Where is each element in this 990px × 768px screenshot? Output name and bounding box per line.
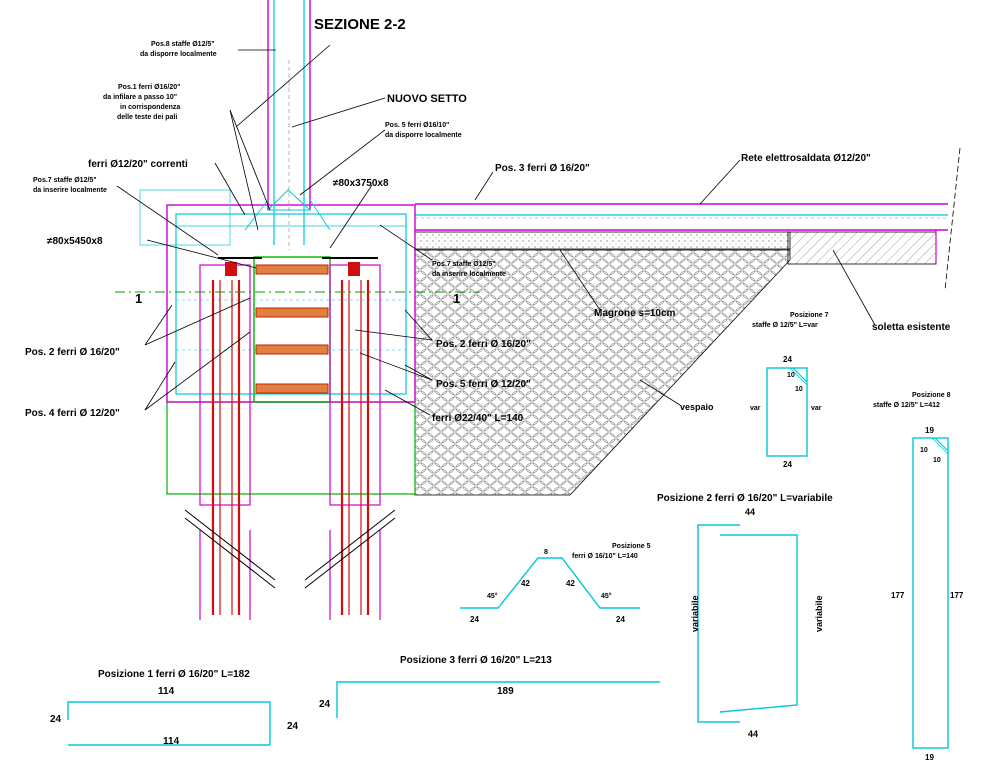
leader-lines [116,44,876,416]
svg-text:45°: 45° [601,592,612,600]
svg-text:var: var [811,405,822,412]
svg-text:177: 177 [891,591,905,600]
section-mark-left: 1 [135,291,142,306]
svg-text:24: 24 [783,460,792,469]
label-pos3: Pos. 3 ferri Ø 16/20" [495,163,590,174]
svg-text:da inserire localmente: da inserire localmente [33,187,107,194]
label-pos2-left: Pos. 2 ferri Ø 16/20" [25,347,120,358]
svg-text:24: 24 [50,714,62,725]
svg-text:44: 44 [748,729,758,739]
foundation-outline [139,189,416,403]
section-title: SEZIONE 2-2 [314,16,406,33]
existing-slab [787,231,937,265]
svg-text:24: 24 [470,615,479,624]
detail-pos3: Posizione 3 ferri Ø 16/20" L=213 189 24 [319,655,660,718]
svg-text:24: 24 [783,355,792,364]
svg-text:Pos.1 ferri Ø16/20": Pos.1 ferri Ø16/20" [118,84,180,91]
svg-text:10: 10 [787,372,795,379]
svg-text:var: var [750,405,761,412]
svg-text:da disporre localmente: da disporre localmente [140,51,217,58]
detail-pos7: Posizione 7 staffe Ø 12/5" L=var 24 24 1… [750,312,829,469]
svg-text:10: 10 [933,457,941,464]
label-ferri22: ferri Ø22/40" L=140 [432,413,524,424]
svg-text:114: 114 [158,686,175,697]
svg-text:44: 44 [745,507,755,517]
detail-pos5: Posizione 5 ferri Ø 16/10" L=140 8 42 42… [460,543,651,624]
svg-text:8: 8 [544,549,548,556]
svg-text:delle teste dei pali: delle teste dei pali [117,114,177,121]
label-soletta: soletta esistente [872,322,951,333]
svg-text:Pos.7 staffe Ø12/5": Pos.7 staffe Ø12/5" [432,261,496,268]
svg-text:Posizione 5: Posizione 5 [612,543,651,550]
svg-text:10: 10 [920,447,928,454]
svg-text:ferri Ø 16/10" L=140: ferri Ø 16/10" L=140 [572,553,638,560]
pile-left [184,262,276,620]
svg-text:42: 42 [566,579,575,588]
label-correnti: ferri Ø12/20" correnti [88,159,188,170]
svg-text:19: 19 [925,753,934,762]
svg-text:Posizione 8: Posizione 8 [912,392,951,399]
svg-text:189: 189 [497,686,514,697]
svg-text:42: 42 [521,579,530,588]
svg-text:Pos. 5 ferri Ø16/10": Pos. 5 ferri Ø16/10" [385,122,449,129]
vespaio-fill [414,249,791,496]
svg-text:Pos.8 staffe Ø12/5": Pos.8 staffe Ø12/5" [151,41,215,48]
label-pos5-right: Pos. 5 ferri Ø 12/20" [436,379,531,390]
label-plate-left: ≠80x5450x8 [47,236,103,247]
svg-text:24: 24 [616,615,625,624]
svg-text:Posizione 2 ferri Ø 16/20" L=v: Posizione 2 ferri Ø 16/20" L=variabile [657,493,833,504]
label-pos4-left: Pos. 4 ferri Ø 12/20" [25,408,120,419]
svg-text:in corrispondenza: in corrispondenza [120,104,180,111]
svg-text:da inserire localmente: da inserire localmente [432,271,506,278]
label-pos5-top: Pos. 5 ferri Ø16/10" da disporre localme… [385,122,462,139]
label-magrone: Magrone s=10cm [594,308,676,319]
section-mark-right: 1 [453,291,460,306]
detail-pos8: Posizione 8 staffe Ø 12/5" L=412 19 19 1… [873,392,964,762]
new-wall [244,0,331,250]
label-vespaio: vespaio [680,402,714,412]
magrone-layer [414,231,791,250]
svg-text:da infilare a passo 10": da infilare a passo 10" [103,94,177,101]
svg-text:19: 19 [925,426,934,435]
central-core [253,256,331,403]
svg-text:Posizione 3 ferri Ø 16/20" L=2: Posizione 3 ferri Ø 16/20" L=213 [400,655,552,666]
svg-text:variabile: variabile [690,595,700,632]
label-nuovo-setto: NUOVO SETTO [387,93,467,105]
label-pos2-right: Pos. 2 ferri Ø 16/20" [436,339,531,350]
svg-text:Pos.7 staffe Ø12/5": Pos.7 staffe Ø12/5" [33,177,97,184]
svg-text:variabile: variabile [814,595,824,632]
floor-slab-outline [415,147,961,291]
pile-right [304,262,396,620]
svg-text:24: 24 [319,699,331,710]
svg-text:114: 114 [163,736,180,747]
label-rete: Rete elettrosaldata Ø12/20" [741,153,871,164]
detail-pos2: Posizione 2 ferri Ø 16/20" L=variabile 4… [657,493,833,739]
label-plate-right: ≠80x3750x8 [333,178,389,189]
svg-text:45°: 45° [487,592,498,600]
svg-text:24: 24 [287,721,299,732]
svg-text:staffe Ø 12/5" L=var: staffe Ø 12/5" L=var [752,322,818,329]
label-pos1-top: Pos.1 ferri Ø16/20" da infilare a passo … [103,84,180,121]
label-pos8-top: Pos.8 staffe Ø12/5" da disporre localmen… [140,41,217,58]
svg-text:staffe Ø 12/5" L=412: staffe Ø 12/5" L=412 [873,402,940,409]
soil-block [166,401,416,495]
svg-text:10: 10 [795,386,803,393]
label-pos7-right: Pos.7 staffe Ø12/5" da inserire localmen… [432,261,506,278]
detail-pos1: Posizione 1 ferri Ø 16/20" L=182 114 114… [50,669,299,747]
svg-text:177: 177 [950,591,964,600]
label-pos7-left: Pos.7 staffe Ø12/5" da inserire localmen… [33,177,107,194]
svg-text:Posizione 1 ferri Ø 16/20" L=1: Posizione 1 ferri Ø 16/20" L=182 [98,669,250,680]
svg-text:da disporre localmente: da disporre localmente [385,132,462,139]
svg-text:Posizione 7: Posizione 7 [790,312,829,319]
